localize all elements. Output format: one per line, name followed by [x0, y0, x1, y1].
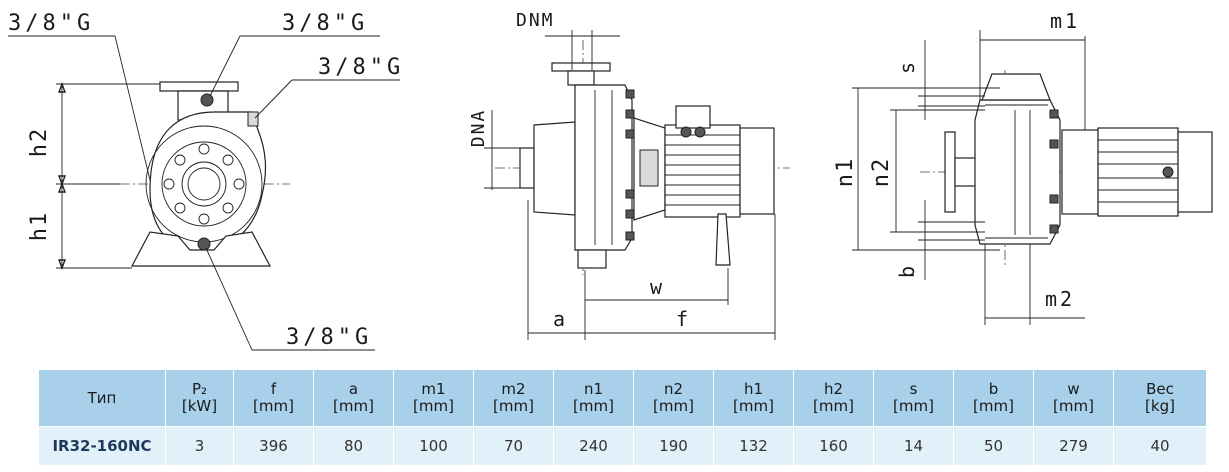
header-unit: [mm] — [813, 397, 854, 415]
table-header-cell: f[mm] — [233, 369, 314, 427]
header-label: a — [348, 380, 359, 398]
top-view: m1 m2 n1 n2 s b — [833, 9, 1213, 325]
header-unit: [kW] — [181, 397, 218, 415]
s-label: s — [895, 62, 919, 74]
n1-label: n1 — [833, 157, 858, 188]
table-header-cell: n2[mm] — [633, 369, 714, 427]
table-cell: 3 — [165, 426, 234, 466]
b-label: b — [895, 266, 919, 278]
w-label: w — [650, 275, 663, 299]
header-label: s — [909, 380, 918, 398]
table-header-cell: Тип — [38, 369, 166, 427]
header-unit: [mm] — [493, 397, 534, 415]
table-header-cell: h1[mm] — [713, 369, 794, 427]
table-header-cell: Вес[kg] — [1113, 369, 1207, 427]
h2-label: h2 — [27, 127, 52, 158]
table-header-cell: m2[mm] — [473, 369, 554, 427]
table-cell: 396 — [233, 426, 314, 466]
side-view: DNM DNA w a f — [468, 10, 790, 340]
h1-label: h1 — [27, 211, 52, 242]
header-label: Тип — [87, 388, 117, 407]
table-cell: 100 — [393, 426, 474, 466]
table-cell: 190 — [633, 426, 714, 466]
table-cell: 80 — [313, 426, 394, 466]
n2-label: n2 — [869, 157, 894, 188]
header-label: Вес — [1146, 380, 1174, 398]
header-label: f — [270, 380, 277, 398]
header-unit: [mm] — [413, 397, 454, 415]
technical-drawings: h2 h1 3/8"G 3/8"G 3/8"G 3/8"G — [8, 9, 1213, 351]
model-cell: IR32-160NC — [38, 426, 166, 466]
header-unit: [mm] — [893, 397, 934, 415]
f-label: f — [676, 307, 688, 331]
header-label: m1 — [421, 380, 446, 398]
dna-label: DNA — [468, 109, 489, 148]
header-label: h2 — [823, 380, 844, 398]
table-cell: 70 — [473, 426, 554, 466]
front-view: h2 h1 3/8"G 3/8"G 3/8"G 3/8"G — [8, 11, 404, 351]
header-unit: [mm] — [733, 397, 774, 415]
table-cell: 160 — [793, 426, 874, 466]
table-cell: 50 — [953, 426, 1034, 466]
header-unit: [mm] — [1053, 397, 1094, 415]
header-unit: [mm] — [573, 397, 614, 415]
header-unit: [mm] — [653, 397, 694, 415]
header-label: w — [1067, 380, 1080, 398]
m2-label: m2 — [1045, 287, 1075, 311]
g-label-top-right: 3/8"G — [318, 55, 404, 80]
table-header-cell: w[mm] — [1033, 369, 1114, 427]
dnm-label: DNM — [516, 10, 555, 31]
header-unit: [kg] — [1145, 397, 1175, 415]
table-cell: 279 — [1033, 426, 1114, 466]
table-header-cell: b[mm] — [953, 369, 1034, 427]
table-cell: 40 — [1113, 426, 1207, 466]
g-label-top-left: 3/8"G — [8, 11, 94, 36]
table-cell: 240 — [553, 426, 634, 466]
header-label: n2 — [663, 380, 684, 398]
header-unit: [mm] — [973, 397, 1014, 415]
header-unit: [mm] — [253, 397, 294, 415]
m1-label: m1 — [1050, 9, 1080, 33]
table-header-cell: n1[mm] — [553, 369, 634, 427]
table-header-cell: m1[mm] — [393, 369, 474, 427]
a-label: a — [553, 307, 565, 331]
table-header-cell: P₂[kW] — [165, 369, 234, 427]
table-header-cell: h2[mm] — [793, 369, 874, 427]
header-label: P₂ — [191, 380, 208, 398]
table-cell: 132 — [713, 426, 794, 466]
header-unit: [mm] — [333, 397, 374, 415]
header-label: m2 — [501, 380, 526, 398]
g-label-bottom: 3/8"G — [286, 325, 372, 350]
table-cell: 14 — [873, 426, 954, 466]
header-label: h1 — [743, 380, 764, 398]
table-header-cell: s[mm] — [873, 369, 954, 427]
header-label: b — [988, 380, 999, 398]
table-header-cell: a[mm] — [313, 369, 394, 427]
header-label: n1 — [583, 380, 604, 398]
g-label-top-mid: 3/8"G — [282, 11, 368, 36]
